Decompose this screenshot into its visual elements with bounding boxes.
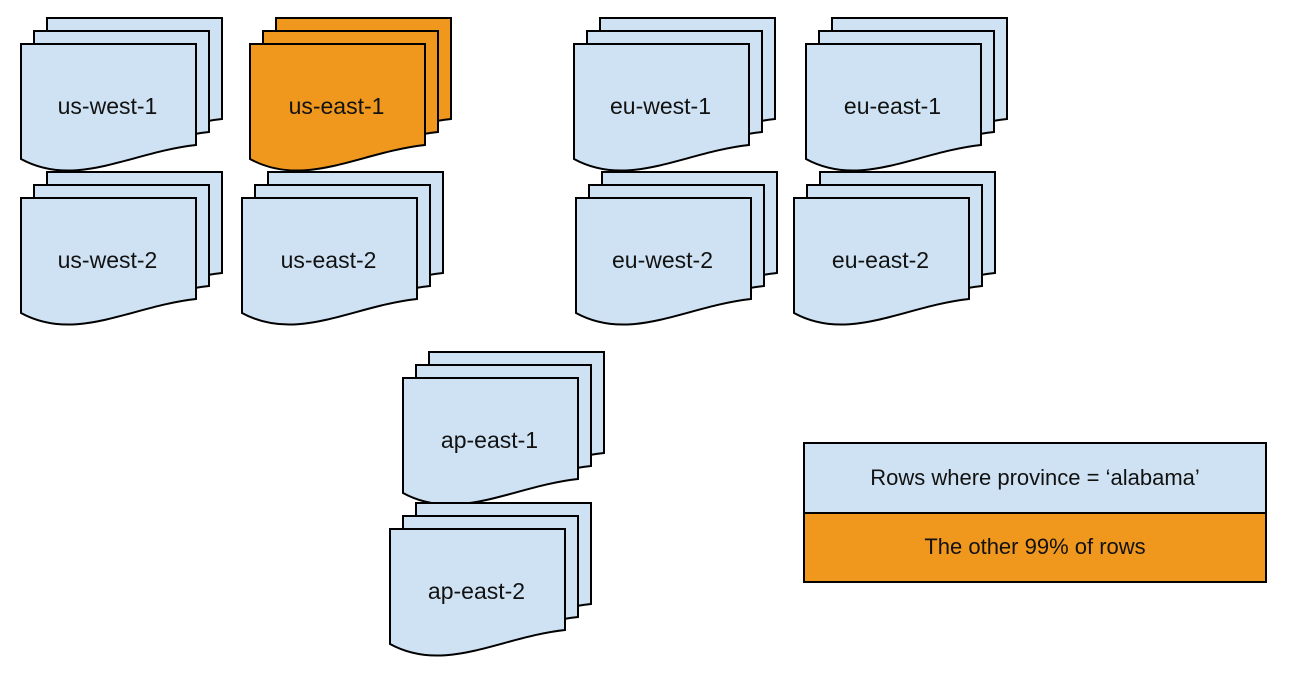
region-stack-ap-east-2: ap-east-2: [389, 502, 595, 660]
document-sheet-front-icon: [805, 43, 982, 172]
document-sheet-front-icon: [793, 197, 970, 326]
legend: Rows where province = ‘alabama’ The othe…: [803, 442, 1267, 583]
document-sheet-front-icon: [20, 197, 197, 326]
legend-item-other-rows: The other 99% of rows: [805, 513, 1265, 581]
document-sheet-front-icon: [573, 43, 750, 172]
document-sheet-front-icon: [402, 377, 579, 506]
document-sheet-front-icon: [389, 528, 566, 657]
region-stack-eu-east-1: eu-east-1: [805, 17, 1011, 175]
region-stack-eu-west-2: eu-west-2: [575, 171, 781, 329]
region-stack-us-west-1: us-west-1: [20, 17, 226, 175]
region-stack-eu-west-1: eu-west-1: [573, 17, 779, 175]
region-stack-us-east-2: us-east-2: [241, 171, 447, 329]
region-stack-ap-east-1: ap-east-1: [402, 351, 608, 509]
document-sheet-front-icon: [20, 43, 197, 172]
document-sheet-front-icon: [249, 43, 426, 172]
legend-item-alabama-rows: Rows where province = ‘alabama’: [805, 444, 1265, 514]
document-sheet-front-icon: [575, 197, 752, 326]
document-sheet-front-icon: [241, 197, 418, 326]
region-stack-us-west-2: us-west-2: [20, 171, 226, 329]
region-stack-us-east-1: us-east-1: [249, 17, 455, 175]
region-stack-eu-east-2: eu-east-2: [793, 171, 999, 329]
